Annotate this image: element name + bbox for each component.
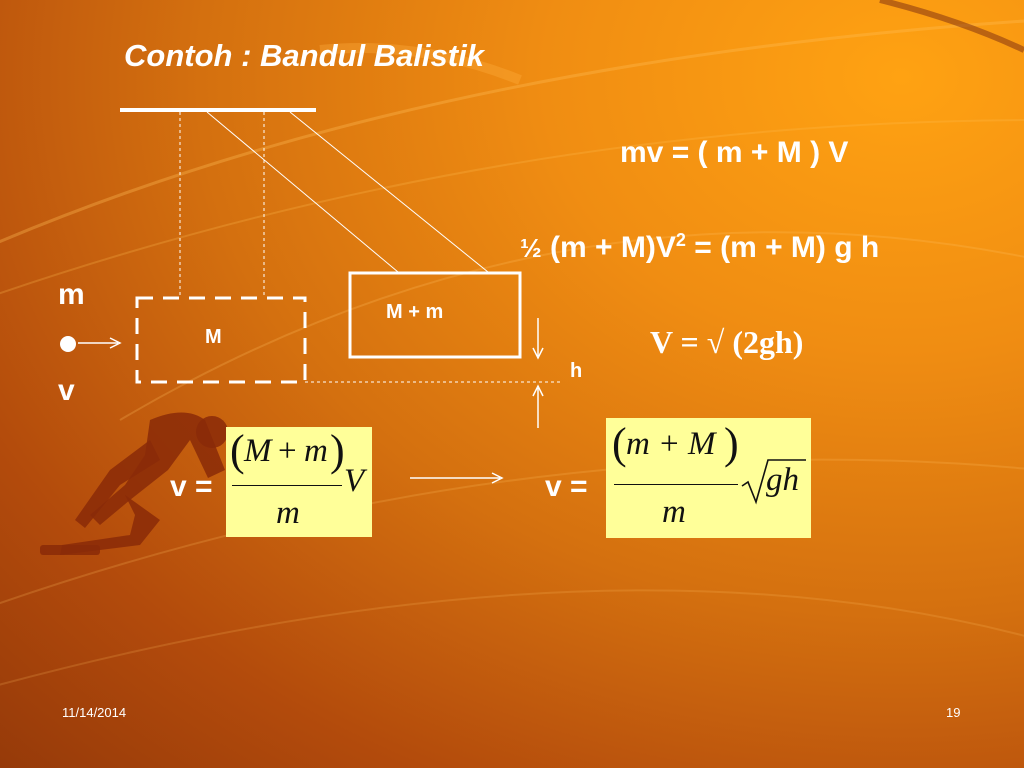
energy-equation: ½ (m + M)V2 = (m + M) g h (520, 230, 880, 264)
footer-page-number: 19 (946, 705, 961, 720)
v-equals-right: v = (545, 470, 588, 503)
footer-date: 11/14/2014 (62, 705, 127, 720)
velocity-equation: V = √ (2gh) (650, 324, 804, 360)
momentum-equation: mv = ( m + M ) V (620, 136, 849, 169)
formula-box-2: ( m + M ) m gh (606, 418, 811, 538)
block-M-label: M (205, 326, 222, 348)
height-label-h: h (570, 360, 583, 382)
block-M-initial (135, 296, 307, 384)
formula-box-1: ( M + m ) V m (226, 426, 372, 537)
square-root-sign (741, 459, 806, 505)
half-symbol: ½ (520, 233, 542, 263)
block-M-m-swung (348, 271, 522, 359)
v-equals-left: v = (170, 470, 213, 503)
bullet-dot (60, 336, 76, 352)
mass-label-m: m (58, 278, 85, 311)
block-M-m-label: M + m (386, 301, 444, 323)
string-swung-right (289, 111, 489, 273)
velocity-label-v: v (58, 374, 75, 407)
slide-title: Contoh : Bandul Balistik (124, 38, 484, 73)
string-swung-left (206, 111, 399, 273)
